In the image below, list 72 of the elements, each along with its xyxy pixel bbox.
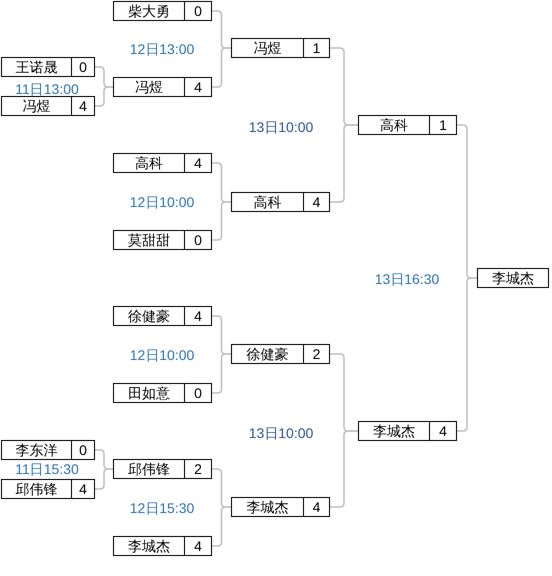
score: 1 (312, 40, 320, 56)
score: 0 (194, 3, 202, 19)
player-box (231, 497, 330, 517)
score: 4 (194, 538, 202, 554)
score: 4 (79, 481, 87, 497)
match-time: 12日10:00 (130, 347, 194, 363)
player-name: 徐健豪 (128, 308, 170, 324)
player-name: 田如意 (128, 385, 170, 401)
score: 4 (439, 423, 447, 439)
bracket-line (457, 277, 477, 432)
player-name: 李城杰 (246, 499, 288, 515)
player-name: 冯煜 (135, 79, 163, 95)
player-box (113, 230, 212, 250)
bracket-line (212, 47, 231, 88)
player-name: 邱伟锋 (128, 461, 170, 477)
score: 4 (79, 98, 87, 114)
match-time: 12日15:30 (130, 500, 194, 516)
player-name: 冯煜 (254, 40, 282, 56)
score: 4 (194, 79, 202, 95)
bracket-line (95, 86, 113, 107)
player-box (113, 1, 212, 21)
player-name: 王诺晟 (16, 59, 58, 75)
match-time: 13日10:00 (248, 119, 314, 135)
match-time: 13日10:00 (248, 425, 314, 441)
player-name: 李城杰 (373, 423, 415, 439)
match-time: 11日13:00 (15, 81, 79, 97)
player-box (1, 440, 95, 460)
match-time: 12日10:00 (130, 194, 194, 210)
player-name: 柴大勇 (128, 3, 170, 19)
score: 0 (194, 385, 202, 401)
player-name: 冯煜 (22, 98, 50, 114)
bracket-line (95, 468, 113, 490)
score: 0 (79, 59, 87, 75)
match-time: 11日15:30 (15, 461, 79, 477)
player-box (1, 479, 95, 499)
player-name: 高科 (254, 194, 282, 210)
player-box (113, 77, 212, 97)
player-name: 高科 (135, 155, 163, 171)
score: 2 (312, 346, 320, 362)
bracket-line (212, 201, 231, 241)
player-box (358, 115, 457, 135)
player-box (231, 38, 330, 58)
match-time: 12日13:00 (130, 41, 194, 57)
match-time: 13日16:30 (374, 271, 440, 287)
player-name: 李城杰 (128, 538, 170, 554)
score: 4 (312, 499, 320, 515)
player-box (477, 268, 549, 288)
player-box (358, 421, 457, 441)
player-box (113, 536, 212, 556)
score: 0 (79, 442, 87, 458)
score: 2 (194, 461, 202, 477)
score: 1 (439, 117, 447, 133)
player-name: 李城杰 (492, 270, 534, 286)
score: 4 (312, 194, 320, 210)
player-box (113, 459, 212, 479)
score: 4 (194, 308, 202, 324)
score: 0 (194, 232, 202, 248)
player-box (113, 153, 212, 173)
bracket-line (212, 506, 231, 547)
player-box (113, 306, 212, 326)
player-box (231, 192, 330, 212)
player-name: 徐健豪 (246, 346, 288, 362)
player-box (1, 96, 95, 116)
player-name: 莫甜甜 (128, 232, 170, 248)
player-box (1, 57, 95, 77)
player-name: 邱伟锋 (16, 481, 58, 497)
player-box (231, 344, 330, 364)
player-name: 李东洋 (16, 442, 58, 458)
player-box (113, 383, 212, 403)
player-name: 高科 (380, 117, 408, 133)
bracket-line (212, 353, 231, 394)
score: 4 (194, 155, 202, 171)
